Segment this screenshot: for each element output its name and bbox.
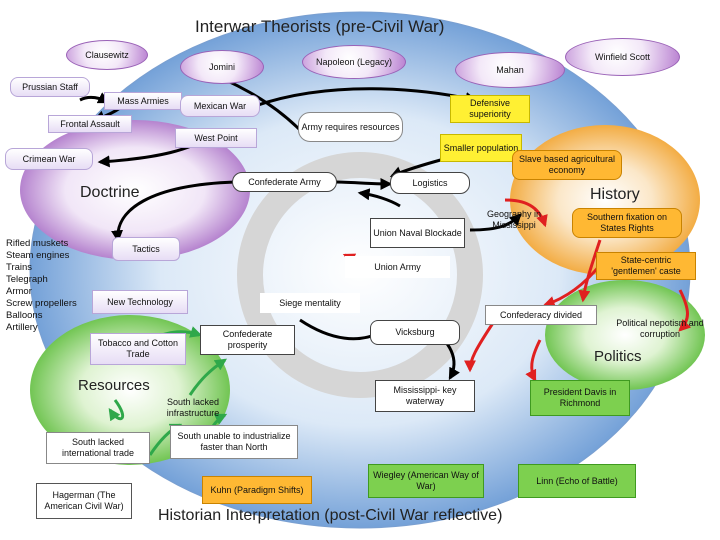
node-vicksburg: Vicksburg bbox=[370, 320, 460, 345]
arrow-resources-trade bbox=[108, 399, 125, 422]
node-logistics: Logistics bbox=[390, 172, 470, 194]
node-mississippi-waterway: Mississippi- key waterway bbox=[375, 380, 475, 412]
node-slave-economy: Slave based agricultural economy bbox=[512, 150, 622, 180]
node-confederate-army: Confederate Army bbox=[232, 172, 337, 192]
node-hagerman: Hagerman (The American Civil War) bbox=[36, 483, 132, 519]
node-clausewitz: Clausewitz bbox=[66, 40, 148, 70]
arrow-confarmy-logistics bbox=[334, 177, 393, 190]
arrow-confarmy-tactics bbox=[111, 180, 236, 243]
node-south-lacked-infrastructure: South lacked infrastructure bbox=[166, 397, 220, 418]
node-mass-armies: Mass Armies bbox=[104, 92, 182, 110]
node-tobacco-cotton: Tobacco and Cotton Trade bbox=[90, 333, 186, 365]
node-south-lacked-trade: South lacked international trade bbox=[46, 432, 150, 464]
history-heading: History bbox=[590, 186, 640, 203]
node-winfield-scott: Winfield Scott bbox=[565, 38, 680, 76]
node-confederate-prosperity: Confederate prosperity bbox=[200, 325, 295, 355]
arrow-caste-divided bbox=[542, 264, 602, 308]
arrow-infra-prosperity bbox=[188, 358, 227, 396]
technology-list-item: Artillery bbox=[6, 322, 38, 333]
node-confederacy-divided: Confederacy divided bbox=[485, 305, 597, 325]
node-south-unable-industrialize: South unable to industrialize faster tha… bbox=[170, 425, 298, 459]
page-title: Interwar Theorists (pre-Civil War) bbox=[195, 17, 445, 36]
node-new-technology: New Technology bbox=[92, 290, 188, 314]
resources-heading: Resources bbox=[78, 377, 150, 394]
arrow-caste-nepotism bbox=[678, 289, 692, 332]
cycle-ring bbox=[237, 152, 483, 398]
politics-heading: Politics bbox=[594, 348, 642, 365]
technology-list-item: Balloons bbox=[6, 310, 43, 321]
node-wiegley: Wiegley (American Way of War) bbox=[368, 464, 484, 498]
node-kuhn: Kuhn (Paradigm Shifts) bbox=[202, 476, 312, 504]
technology-list-item: Rifled muskets bbox=[6, 238, 69, 249]
node-linn: Linn (Echo of Battle) bbox=[518, 464, 636, 498]
node-army-requires-resources: Army requires resources bbox=[298, 112, 403, 142]
arrow-slave-geography bbox=[504, 198, 548, 228]
arrow-divided-waterway bbox=[464, 319, 497, 373]
node-union-army: Union Army bbox=[345, 256, 450, 278]
node-tactics: Tactics bbox=[112, 237, 180, 261]
node-napoleon: Napoleon (Legacy) bbox=[302, 45, 406, 79]
arrow-blockade-confarmy bbox=[357, 188, 401, 208]
doctrine-heading: Doctrine bbox=[80, 184, 140, 201]
node-jomini: Jomini bbox=[180, 50, 264, 84]
node-siege-mentality: Siege mentality bbox=[260, 293, 360, 313]
node-frontal-assault: Frontal Assault bbox=[48, 115, 132, 133]
technology-list-item: Screw propellers bbox=[6, 298, 77, 309]
node-president-davis: President Davis in Richmond bbox=[530, 380, 630, 416]
node-mexican-war: Mexican War bbox=[180, 95, 260, 117]
node-smaller-population: Smaller population bbox=[440, 134, 522, 162]
node-political-nepotism: Political nepotism and corruption bbox=[616, 318, 704, 339]
node-southern-fixation: Southern fixation on States Rights bbox=[572, 208, 682, 238]
node-west-point: West Point bbox=[175, 128, 257, 148]
node-state-centric-caste: State-centric 'gentlemen' caste bbox=[596, 252, 696, 280]
node-prussian-staff: Prussian Staff bbox=[10, 77, 90, 97]
technology-list-item: Armor bbox=[6, 286, 32, 297]
technology-list: Rifled muskets Steam engines Trains Tele… bbox=[6, 238, 96, 334]
arrow-fixation-divided bbox=[578, 239, 602, 303]
technology-list-item: Steam engines bbox=[6, 250, 70, 261]
technology-list-item: Telegraph bbox=[6, 274, 48, 285]
technology-list-item: Trains bbox=[6, 262, 33, 273]
node-defensive-superiority: Defensive superiority bbox=[450, 95, 530, 123]
node-geography-mississippi: Geography in Mississippi bbox=[486, 209, 542, 230]
arrow-blockade-geography bbox=[469, 213, 522, 232]
node-union-naval-blockade: Union Naval Blockade bbox=[370, 218, 465, 248]
arrow-divided-davis bbox=[525, 339, 542, 383]
node-crimean-war: Crimean War bbox=[5, 148, 93, 170]
node-mahan: Mahan bbox=[455, 52, 565, 88]
historian-interpretation-title: Historian Interpretation (post-Civil War… bbox=[158, 507, 503, 524]
